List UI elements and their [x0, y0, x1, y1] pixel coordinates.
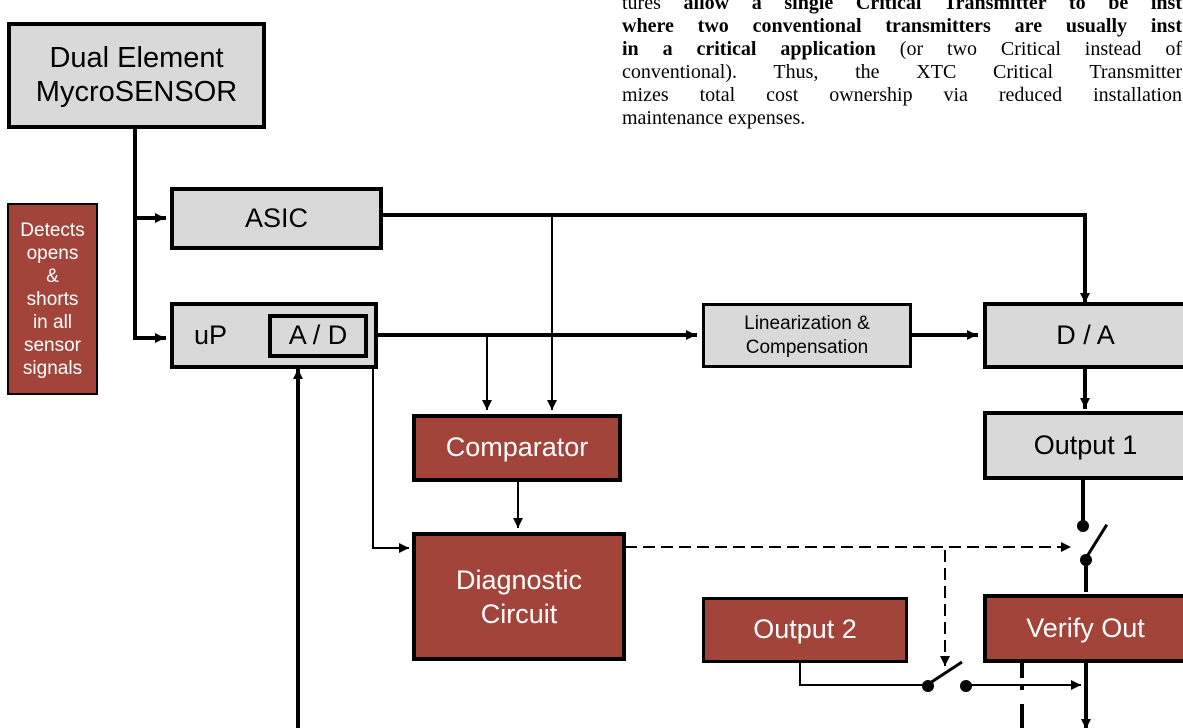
detects-note-line: opens: [26, 242, 79, 264]
detects-note-line: signals: [22, 357, 83, 379]
diagnostic-label-line2: Circuit: [480, 598, 558, 629]
asic-label: ASIC: [244, 202, 309, 233]
up-block: uP A / D: [170, 302, 378, 369]
switch1-contact-top: [1077, 520, 1089, 532]
linearization-label-line2: Compensation: [745, 336, 869, 358]
detects-note-line: shorts: [26, 288, 79, 310]
switch1-blade: [1083, 523, 1109, 561]
output1-label: Output 1: [1033, 429, 1138, 460]
paragraph-line-4: conventional). Thus, the XTC Critical Tr…: [622, 61, 1182, 83]
da-block: D / A: [983, 302, 1183, 369]
linearization-label-line1: Linearization &: [744, 312, 870, 334]
asic-block: ASIC: [170, 187, 383, 250]
switch2-contact-right: [960, 680, 972, 692]
detects-note-line: in all: [32, 311, 73, 333]
paragraph-line-2: where two conventional transmitters are …: [622, 15, 1182, 37]
detects-note: Detects opens & shorts in all sensor sig…: [7, 203, 98, 395]
paragraph-line-6: maintenance expenses.: [622, 107, 806, 129]
ad-label: A / D: [288, 320, 348, 351]
output2-label: Output 2: [753, 614, 857, 645]
up-to-diagnostic: [372, 367, 409, 553]
switch1-contact-bottom: [1080, 554, 1092, 566]
diagnostic-label-line1: Diagnostic: [455, 564, 583, 595]
output1-block: Output 1: [983, 411, 1183, 480]
description-paragraph: tures allow a single Critical Transmitte…: [622, 0, 1183, 182]
diagnostic-circuit-block: Diagnostic Circuit: [412, 532, 626, 661]
sensor-trunk: [133, 128, 166, 343]
detects-note-line: Detects: [20, 219, 85, 241]
detects-note-line: sensor: [23, 334, 82, 356]
paragraph-line-3: in a critical application (or two Critic…: [622, 38, 1182, 60]
ad-block: A / D: [268, 314, 368, 358]
up-label: uP: [194, 319, 228, 350]
paragraph-line-1: tures allow a single Critical Transmitte…: [622, 0, 1182, 14]
switch2-contact-left: [922, 680, 934, 692]
detects-note-line: &: [46, 265, 59, 287]
linearization-block: Linearization & Compensation: [702, 303, 912, 368]
sensor-label-line2: MycroSENSOR: [35, 75, 238, 108]
switch2-blade: [929, 660, 963, 685]
verify-out-block: Verify Out: [983, 594, 1183, 663]
da-label: D / A: [1056, 319, 1115, 350]
comparator-block: Comparator: [412, 414, 622, 482]
verify-out-label: Verify Out: [1026, 612, 1145, 643]
paragraph-line-5: mizes total cost ownership via reduced i…: [622, 84, 1182, 106]
comparator-label: Comparator: [445, 432, 589, 463]
asic-to-da: [381, 213, 1090, 304]
sensor-label-line1: Dual Element: [49, 42, 224, 75]
output2-block: Output 2: [702, 597, 908, 663]
sensor-block: Dual Element MycroSENSOR: [7, 22, 266, 129]
